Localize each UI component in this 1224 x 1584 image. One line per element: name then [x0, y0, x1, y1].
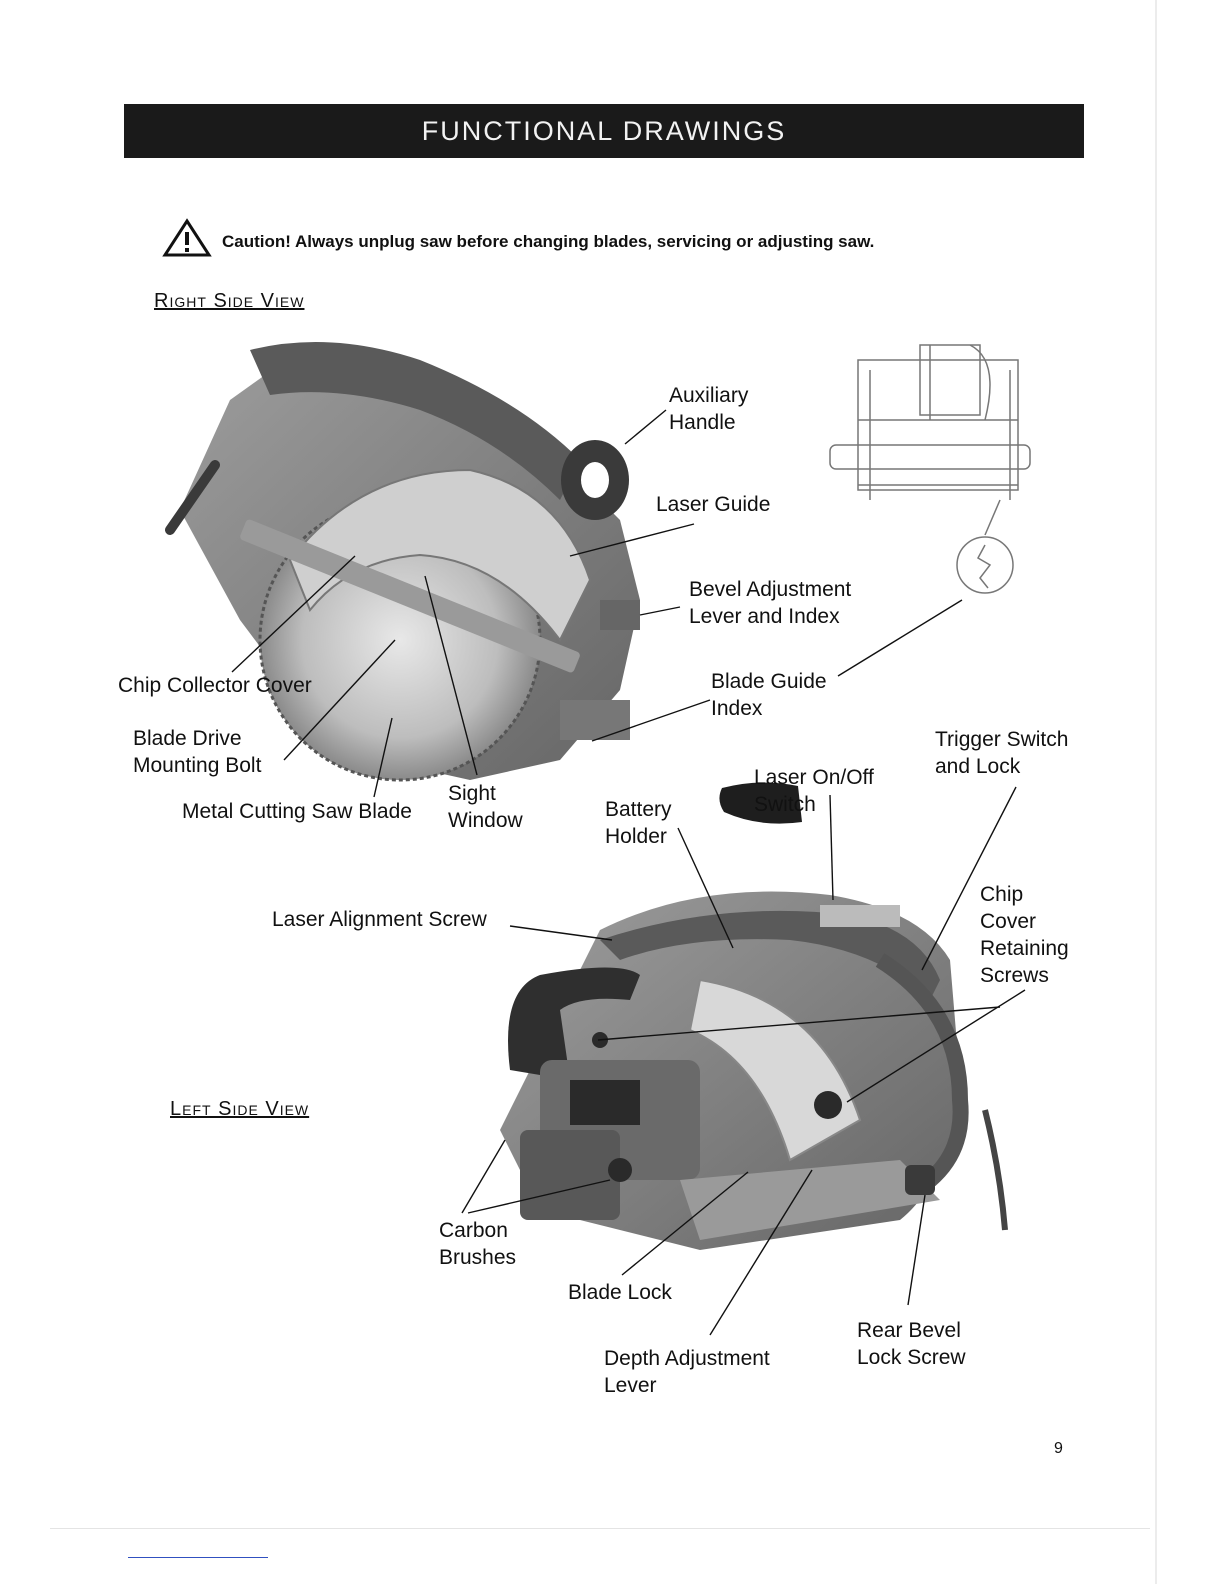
right-side-saw-drawing	[165, 342, 640, 782]
section-header-title: FUNCTIONAL DRAWINGS	[421, 115, 787, 146]
label-laser-on-off: Laser On/Off Switch	[754, 766, 874, 816]
label-carbon-brushes: Carbon Brushes	[439, 1219, 517, 1269]
label-chip-cover-screws: Chip Cover Retaining Screws	[980, 883, 1069, 987]
blade-guide-schematic	[829, 344, 1031, 594]
blue-underline	[128, 1557, 268, 1558]
page-number: 9	[1054, 1440, 1063, 1457]
label-bevel-adjustment: Bevel Adjustment Lever and Index	[689, 578, 852, 628]
label-trigger-switch: Trigger Switch and Lock	[935, 728, 1069, 778]
right-view-leader-lines	[231, 409, 963, 798]
warning-triangle-icon	[162, 218, 212, 257]
label-auxiliary-handle: Auxiliary Handle	[669, 384, 749, 434]
section-header: FUNCTIONAL DRAWINGS	[124, 104, 1084, 158]
label-rear-bevel-lock: Rear Bevel Lock Screw	[857, 1319, 966, 1369]
label-metal-cutting-blade: Metal Cutting Saw Blade	[182, 800, 412, 823]
caution-notice: Caution! Always unplug saw before changi…	[162, 218, 874, 258]
bottom-rule	[50, 1528, 1150, 1529]
label-blade-guide-index: Blade Guide Index	[711, 670, 827, 720]
left-view-leader-lines	[461, 786, 1026, 1336]
scan-edge	[1155, 0, 1157, 1584]
label-depth-adjustment: Depth Adjustment Lever	[604, 1347, 770, 1397]
label-blade-drive-bolt: Blade Drive Mounting Bolt	[133, 727, 262, 777]
label-battery-holder: Battery Holder	[605, 798, 672, 848]
left-side-saw-drawing	[500, 891, 1008, 1250]
label-chip-collector-cover: Chip Collector Cover	[118, 674, 312, 697]
redaction-mark	[719, 782, 802, 824]
label-sight-window: Sight Window	[448, 782, 523, 832]
label-laser-alignment-screw: Laser Alignment Screw	[272, 908, 487, 931]
label-blade-lock: Blade Lock	[568, 1281, 672, 1304]
label-laser-guide: Laser Guide	[656, 493, 771, 516]
right-side-view-title: Right Side View	[154, 290, 305, 312]
caution-text: Caution! Always unplug saw before changi…	[222, 232, 875, 251]
left-side-view-title: Left Side View	[170, 1098, 310, 1120]
